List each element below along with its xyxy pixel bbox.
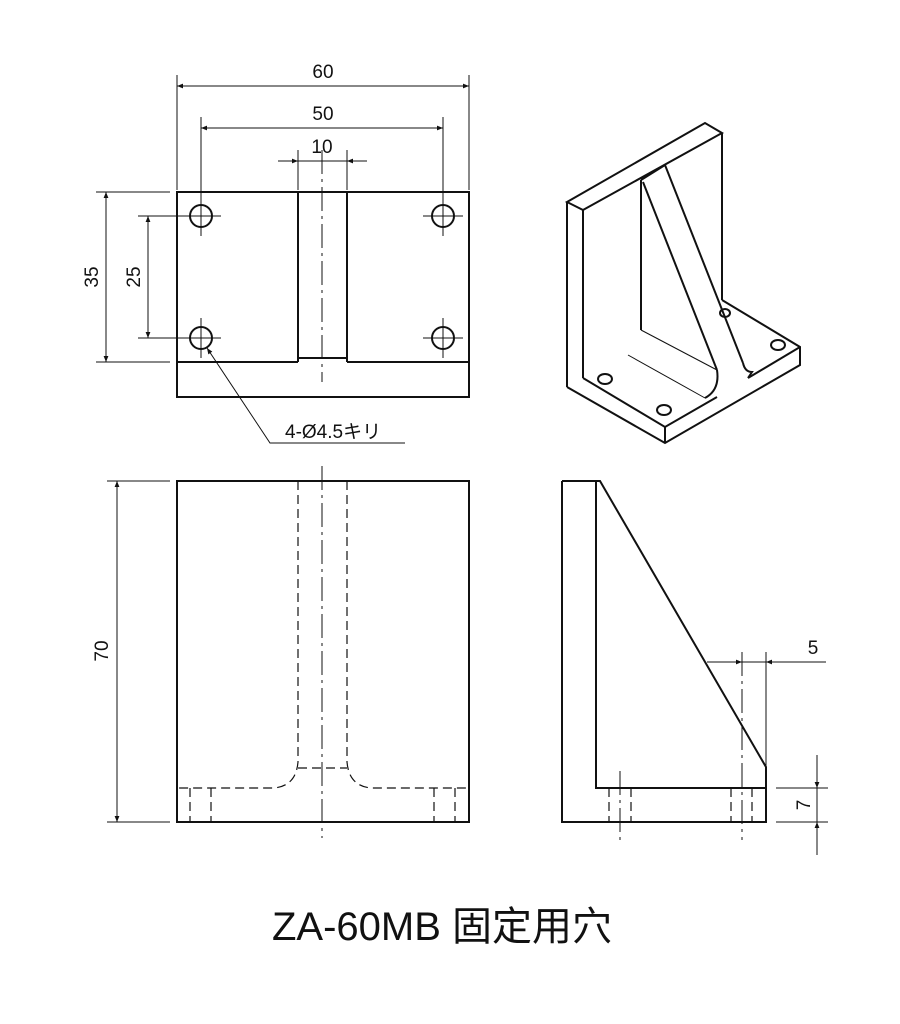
side-view: 5 7 — [561, 480, 828, 855]
dim-base-thickness: 7 — [794, 800, 815, 811]
hole-note: 4-Ø4.5キリ — [285, 422, 381, 443]
dim-depth: 35 — [82, 266, 103, 287]
dim-rib-offset: 5 — [808, 638, 819, 659]
drawing-title: ZA-60MB 固定用穴 — [272, 905, 612, 949]
top-view: 60 50 10 35 25 4-Ø4.5キリ — [82, 62, 470, 444]
dim-height: 70 — [92, 640, 113, 661]
dim-slot-width: 10 — [311, 137, 332, 158]
dim-hole-pitch-y: 25 — [124, 266, 145, 287]
isometric-view — [564, 121, 801, 445]
mounting-holes — [181, 196, 463, 358]
front-view: 70 — [92, 466, 470, 838]
dim-overall-width: 60 — [312, 62, 333, 83]
dim-hole-pitch-x: 50 — [312, 104, 333, 125]
